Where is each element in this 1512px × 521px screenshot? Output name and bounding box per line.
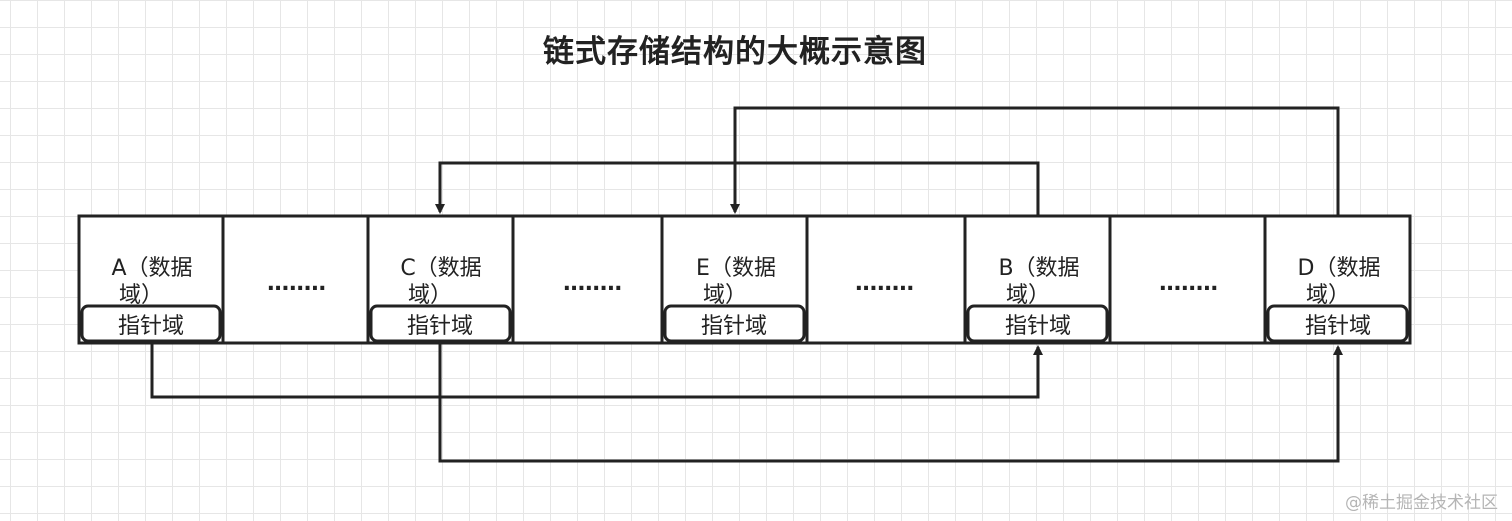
node-d-data-line1: D（数据	[1298, 256, 1381, 281]
node-e-pointer-label: 指针域	[701, 314, 767, 339]
node-c: C（数据 域） 指针域	[369, 256, 512, 343]
node-b-data-line1: B（数据	[998, 256, 1079, 281]
cell-dividers	[221, 216, 1267, 343]
diagram-title: 链式存储结构的大概示意图	[543, 34, 927, 70]
node-a-data-line1: A（数据	[111, 256, 192, 281]
node-b-data-line2: 域）	[1006, 283, 1050, 308]
link-b-to-c	[435, 161, 1040, 216]
gap-ellipsis-1: ........	[267, 271, 326, 296]
node-a-data-line2: 域）	[119, 283, 163, 308]
node-b-pointer-field	[966, 304, 1109, 343]
watermark: @稀土掘金技术社区	[1345, 493, 1498, 513]
node-d: D（数据 域） 指针域	[1266, 256, 1409, 343]
node-c-data-line2: 域）	[408, 283, 452, 308]
node-d-pointer-label: 指针域	[1305, 314, 1371, 339]
node-e-data-line2: 域）	[703, 283, 747, 308]
node-c-pointer-field	[369, 304, 512, 343]
node-d-pointer-field	[1266, 304, 1409, 343]
gap-ellipsis-3: ........	[855, 271, 914, 296]
node-e-pointer-field	[663, 304, 806, 343]
node-b: B（数据 域） 指针域	[966, 256, 1109, 343]
node-b-pointer-label: 指针域	[1005, 314, 1071, 339]
node-a-pointer-field	[80, 304, 222, 343]
node-c-pointer-label: 指针域	[407, 314, 473, 339]
link-d-to-e	[730, 106, 1340, 216]
gap-ellipsis-4: ........	[1159, 271, 1218, 296]
link-a-to-b	[150, 343, 1043, 399]
node-a: A（数据 域） 指针域	[80, 256, 222, 343]
node-e: E（数据 域） 指针域	[663, 256, 806, 343]
node-e-data-line1: E（数据	[696, 256, 776, 281]
node-d-data-line2: 域）	[1306, 283, 1350, 308]
link-c-to-d	[438, 343, 1343, 463]
gap-ellipsis-2: ........	[563, 271, 622, 296]
node-c-data-line1: C（数据	[400, 256, 481, 281]
node-a-pointer-label: 指针域	[118, 314, 184, 339]
